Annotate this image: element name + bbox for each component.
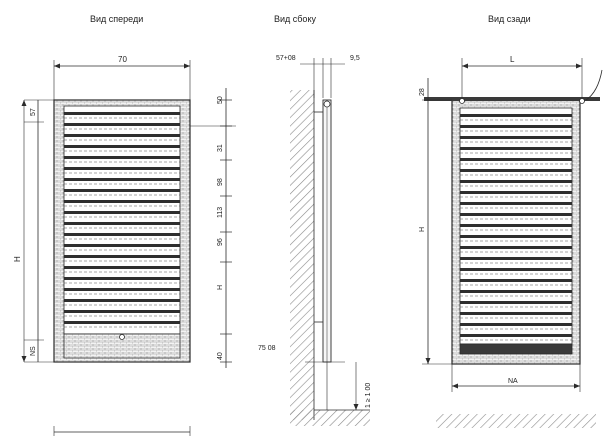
side-floor-hatch: [290, 410, 370, 426]
front-bar-6: [64, 178, 180, 181]
rear-view-title: Вид сзади: [488, 14, 531, 24]
rear-bar-10: [460, 224, 572, 227]
front-bar-5: [64, 167, 180, 170]
rear-bottom-bar: [459, 343, 573, 355]
pitch-label-0: 50: [217, 96, 224, 104]
rear-bar-20: [460, 334, 572, 337]
front-bar-8: [64, 200, 180, 203]
side-floor-label: 1 ≥ 1 00: [365, 383, 372, 408]
pitch-label-5: H: [217, 285, 224, 290]
rear-width-label: L: [510, 55, 515, 64]
front-bottom-offset-label: NS: [30, 346, 37, 356]
rear-bar-1: [460, 125, 572, 128]
front-view: 70 57 H NS 50 31 98 113 96 H 40: [13, 55, 236, 436]
side-view: 57+08 9,5 75 08 1 ≥ 1 00: [258, 55, 372, 426]
side-wall-hatch: [290, 90, 314, 420]
side-bottom-label: 75 08: [258, 345, 276, 352]
front-bar-11: [64, 233, 180, 236]
rear-bar-17: [460, 301, 572, 304]
rear-bar-13: [460, 257, 572, 260]
rear-top-label: 28: [419, 88, 426, 96]
rear-bar-19: [460, 323, 572, 326]
rear-bar-3: [460, 147, 572, 150]
rear-bar-7: [460, 191, 572, 194]
rear-bar-9: [460, 213, 572, 216]
rear-bar-18: [460, 312, 572, 315]
front-bar-13: [64, 255, 180, 258]
front-height-label: H: [13, 256, 22, 262]
rear-mount-bar: [424, 97, 600, 101]
pitch-label-4: 96: [217, 238, 224, 246]
pitch-label-6: 40: [217, 352, 224, 360]
front-view-title: Вид спереди: [90, 14, 144, 24]
front-bar-3: [64, 145, 180, 148]
rear-tube-bars: [460, 114, 572, 341]
rear-floor-hatch: [436, 414, 596, 428]
rear-bar-0: [460, 114, 572, 117]
front-bar-10: [64, 222, 180, 225]
side-view-title: Вид сбоку: [274, 14, 316, 24]
front-bar-18: [64, 310, 180, 313]
rear-bar-2: [460, 136, 572, 139]
rear-bar-12: [460, 246, 572, 249]
front-bar-9: [64, 211, 180, 214]
front-bar-16: [64, 288, 180, 291]
rear-bar-5: [460, 169, 572, 172]
front-bar-4: [64, 156, 180, 159]
side-wall-gap-label: 57+08: [276, 55, 296, 62]
pitch-label-3: 113: [217, 207, 224, 218]
rear-bar-11: [460, 235, 572, 238]
rear-bracket-left: [459, 98, 465, 104]
rear-bar-16: [460, 290, 572, 293]
rear-bar-6: [460, 180, 572, 183]
rear-view: L 28 H NA: [419, 55, 603, 428]
front-bar-17: [64, 299, 180, 302]
front-top-offset-label: 57: [30, 108, 37, 116]
front-inner: [63, 105, 181, 335]
front-bar-1: [64, 123, 180, 126]
front-bar-19: [64, 321, 180, 324]
rear-bar-15: [460, 279, 572, 282]
front-width-label: 70: [118, 55, 127, 64]
rear-bar-4: [460, 158, 572, 161]
rear-bottom-label: NA: [508, 378, 518, 385]
rear-bar-8: [460, 202, 572, 205]
rear-bracket-right: [579, 98, 585, 104]
pitch-ticks: [220, 99, 232, 363]
front-bar-12: [64, 244, 180, 247]
front-tube-bars: [64, 112, 180, 328]
front-bar-7: [64, 189, 180, 192]
rear-bracket-callout: [585, 69, 603, 101]
front-bar-2: [64, 134, 180, 137]
front-bar-0: [64, 112, 180, 115]
pitch-label-2: 98: [217, 178, 224, 186]
rear-height-label: H: [419, 227, 426, 232]
rear-bar-14: [460, 268, 572, 271]
front-bar-15: [64, 277, 180, 280]
pitch-label-1: 31: [217, 144, 224, 152]
front-valve: [119, 334, 125, 340]
side-bracket-top: [323, 100, 331, 108]
front-bar-14: [64, 266, 180, 269]
side-depth-label: 9,5: [350, 55, 360, 62]
